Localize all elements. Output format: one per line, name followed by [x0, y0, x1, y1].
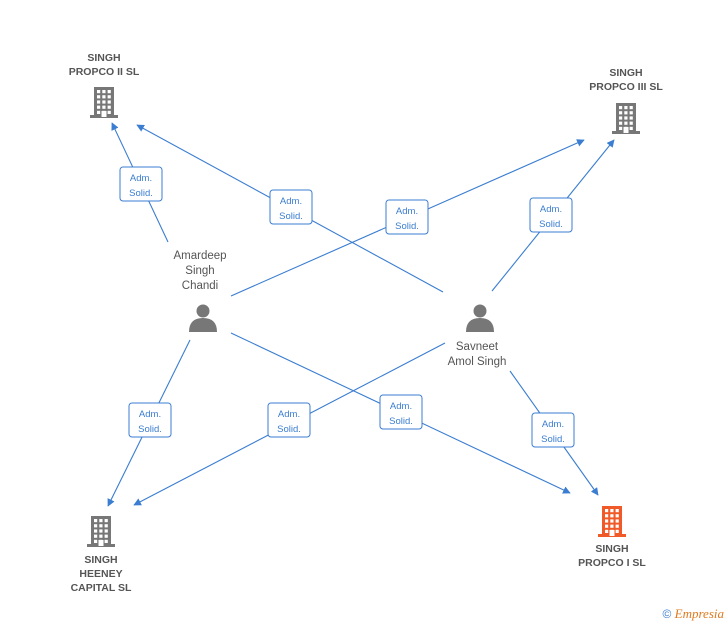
brand-logo: Empresia	[674, 606, 724, 621]
company-name: SINGH	[87, 52, 120, 64]
person-icon	[466, 304, 494, 332]
edge-label-text: Solid.	[277, 424, 301, 435]
edge-label-box	[379, 394, 423, 430]
edge-label-box	[529, 197, 573, 233]
edge-label-box	[119, 166, 163, 202]
company-name: PROPCO III SL	[589, 81, 663, 93]
edge-label-text: Adm.	[130, 173, 152, 184]
edge-label-text: Adm.	[280, 196, 302, 207]
company-name: SINGH	[84, 554, 117, 566]
building-icon	[598, 506, 626, 537]
company-node[interactable]: SINGH PROPCO III SL	[589, 67, 663, 134]
edge-label-text: Solid.	[539, 219, 563, 230]
person-name: Singh	[185, 265, 214, 277]
company-name: SINGH	[609, 67, 642, 79]
edge-label-text: Solid.	[541, 434, 565, 445]
edge-label: Adm. Solid.	[269, 189, 313, 225]
building-icon	[90, 87, 118, 118]
edge-label-text: Adm.	[278, 409, 300, 420]
company-name: SINGH	[595, 543, 628, 555]
edge-label-box	[128, 402, 172, 438]
edge-label: Adm. Solid.	[379, 394, 423, 430]
edge-label-text: Solid.	[138, 424, 162, 435]
company-name: PROPCO II SL	[69, 66, 140, 78]
company-name: CAPITAL SL	[71, 582, 132, 594]
edge-label: Adm. Solid.	[529, 197, 573, 233]
edge-label-text: Adm.	[540, 204, 562, 215]
company-name: HEENEY	[79, 568, 122, 580]
company-node[interactable]: SINGH HEENEY CAPITAL SL	[71, 516, 132, 594]
building-icon	[612, 103, 640, 134]
edge-label: Adm. Solid.	[267, 402, 311, 438]
person-name: Savneet	[456, 341, 499, 353]
edge-label: Adm. Solid.	[531, 412, 575, 448]
edge-label-text: Adm.	[396, 206, 418, 217]
person-name: Amol Singh	[448, 356, 507, 368]
edge-label-box	[531, 412, 575, 448]
company-name: PROPCO I SL	[578, 557, 646, 569]
edge-label-text: Solid.	[129, 188, 153, 199]
edge-label-box	[269, 189, 313, 225]
person-name: Chandi	[182, 280, 218, 292]
watermark: © Empresia	[662, 606, 724, 622]
edge-label: Adm. Solid.	[385, 199, 429, 235]
company-node[interactable]: SINGH PROPCO II SL	[69, 52, 140, 118]
copyright-icon: ©	[662, 607, 672, 621]
edge-label-text: Adm.	[139, 409, 161, 420]
edge-label-text: Adm.	[390, 401, 412, 412]
company-node[interactable]: SINGH PROPCO I SL	[578, 506, 646, 569]
edge-label-text: Solid.	[389, 416, 413, 427]
person-icon	[189, 304, 217, 332]
building-icon	[87, 516, 115, 547]
edge-label-text: Solid.	[395, 221, 419, 232]
person-name: Amardeep	[173, 250, 226, 262]
edge-label-box	[267, 402, 311, 438]
edge-label: Adm. Solid.	[119, 166, 163, 202]
edge-label-text: Solid.	[279, 211, 303, 222]
edge-label-box	[385, 199, 429, 235]
edge-label-text: Adm.	[542, 419, 564, 430]
edge-label: Adm. Solid.	[128, 402, 172, 438]
